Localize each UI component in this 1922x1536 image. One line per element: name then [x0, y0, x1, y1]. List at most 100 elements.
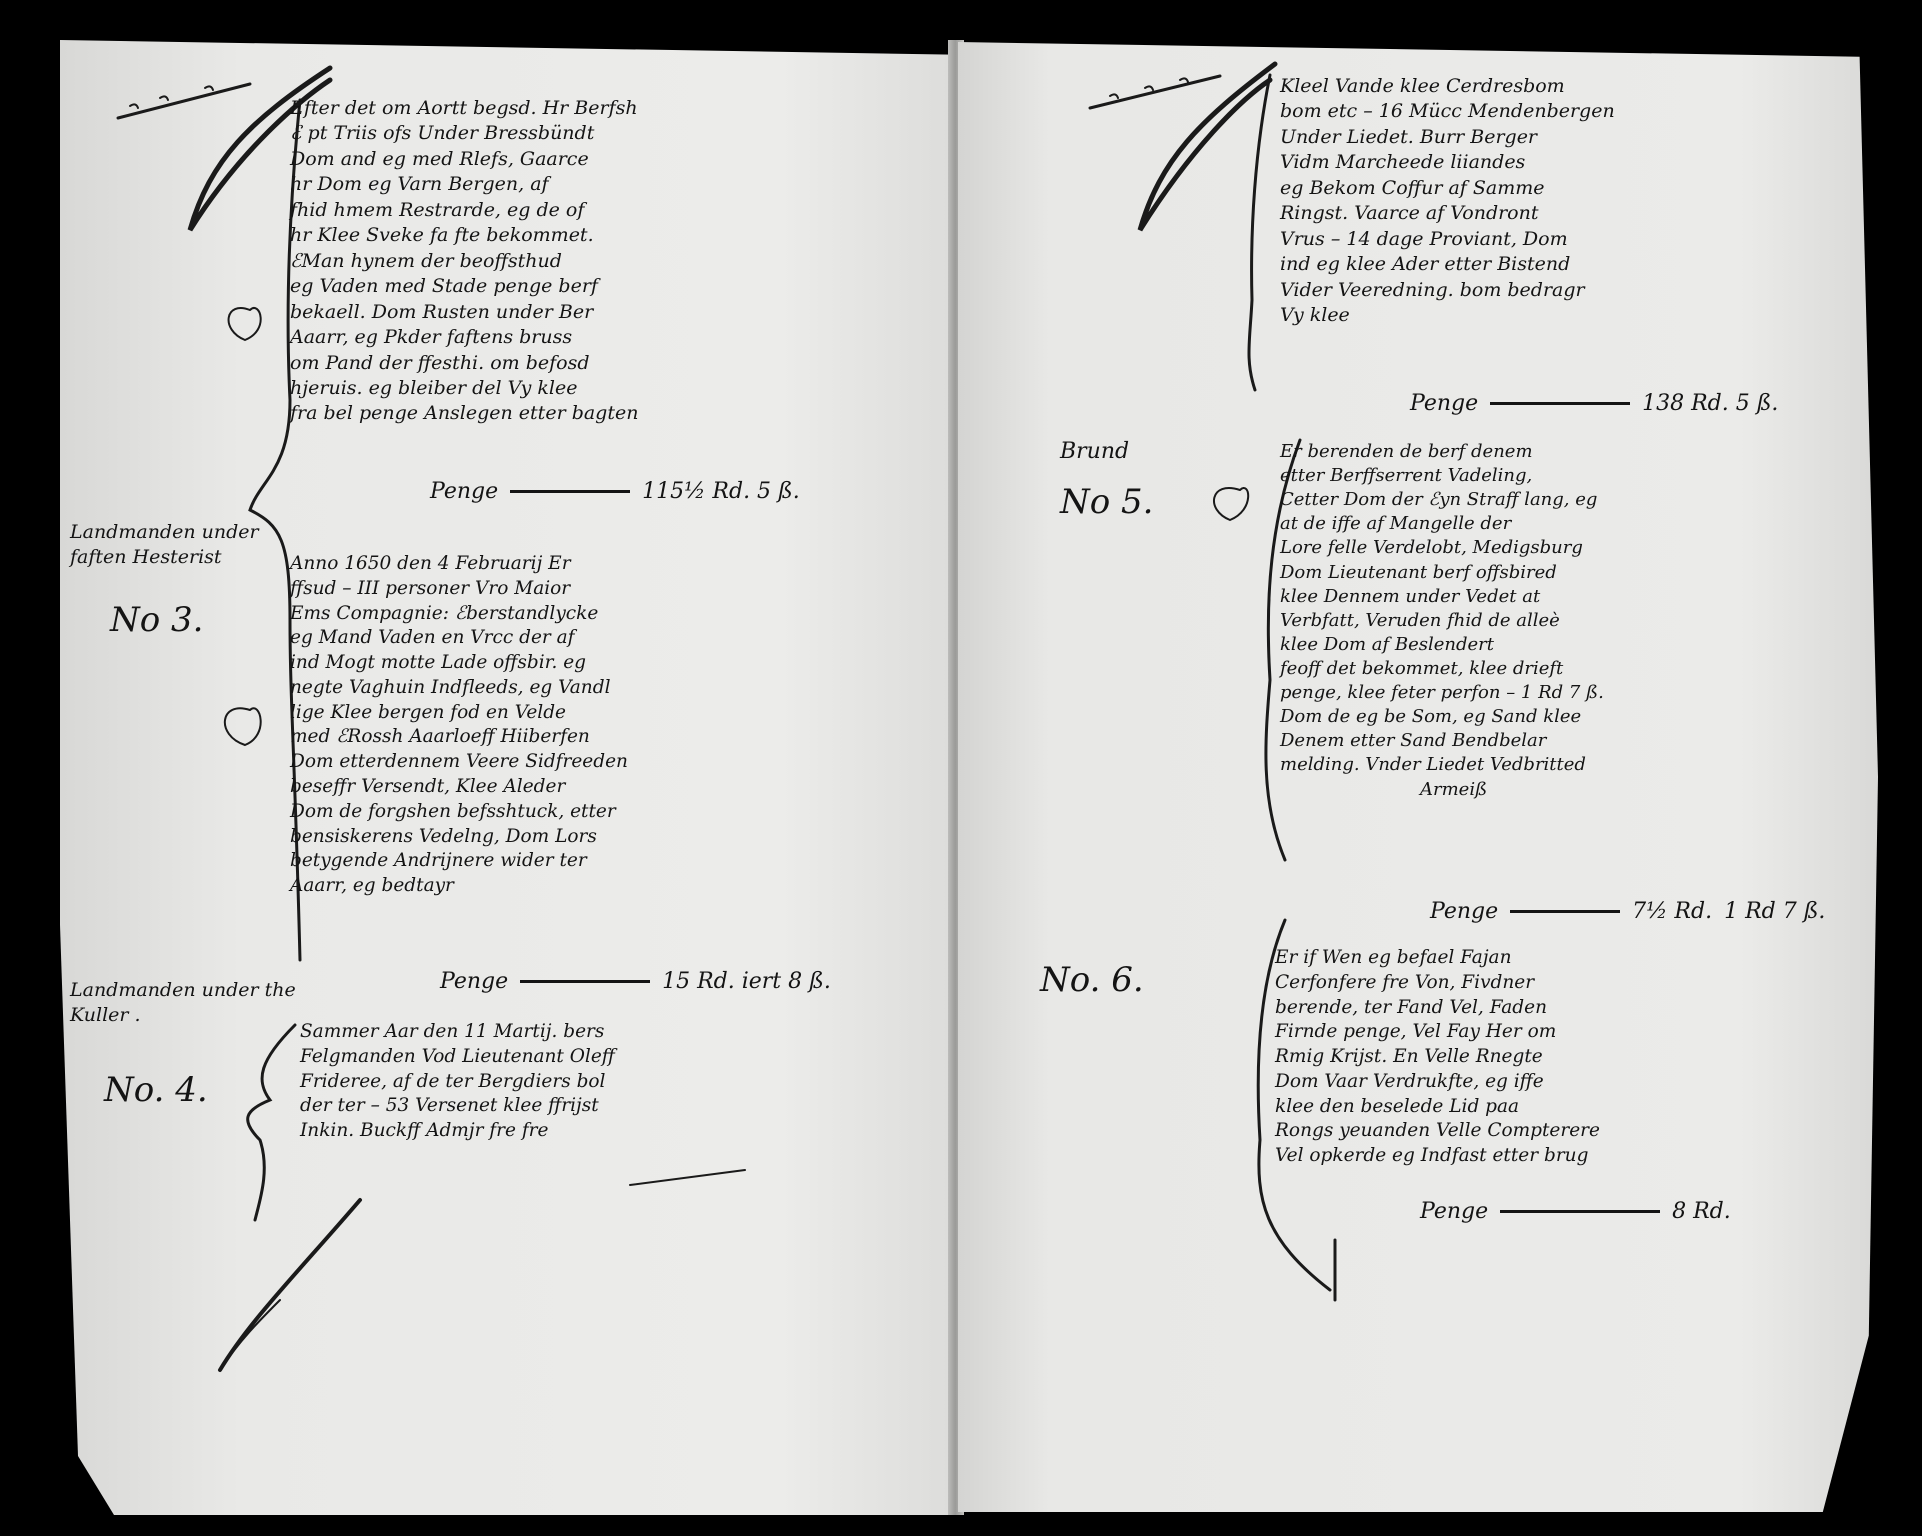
entry-5-line: klee Dom af Beslendert — [1280, 633, 1494, 655]
entry-3-amount-line: Penge 15 Rd. iert 8 ß. — [440, 968, 831, 994]
entry-1-line: ℰ pt Triis ofs Under Bressbündt — [290, 122, 595, 145]
margin-note-4: Landmanden under the Kuller . — [70, 978, 296, 1027]
entry-2-amount: 138 Rd. 5 ß. — [1642, 390, 1779, 416]
entry-3-line: betygende Andrijnere wider ter — [290, 850, 587, 872]
entry-6-line: berende, ter Fand Vel, Faden — [1275, 996, 1548, 1018]
entry-2-amount-line: Penge 138 Rd. 5 ß. — [1410, 390, 1779, 416]
entry-3-line: ind Mogt motte Lade offsbir. eg — [290, 652, 587, 674]
entry-5-line: feoff det bekommet, klee drieft — [1280, 657, 1564, 679]
entry-5-line: Er berenden de berf denem — [1280, 441, 1533, 462]
entry-4-line: Felgmanden Vod Lieutenant Oleff — [300, 1045, 615, 1067]
entry-3-line: bensiskerens Vedelng, Dom Lors — [290, 825, 597, 847]
entry-3-line: ffsud – III personer Vro Maior — [290, 577, 571, 599]
item-number-5: No 5. — [1060, 482, 1154, 522]
entry-1-amount: 115½ Rd. 5 ß. — [642, 478, 800, 504]
entry-5-line: klee Dennem under Vedet at — [1280, 585, 1541, 607]
right-manuscript-page — [958, 42, 1878, 1512]
entry-3-line: lige Klee bergen fod en Velde — [290, 701, 567, 723]
entry-6-line: Dom Vaar Verdrukfte, eg iffe — [1275, 1070, 1544, 1092]
entry-6-line: Er if Wen eg befael Fajan — [1275, 947, 1512, 968]
entry-3-line: Dom etterdennem Veere Sidfreeden — [290, 751, 628, 773]
entry-5-amount-line: Penge 7½ Rd. 1 Rd 7 ß. — [1430, 898, 1826, 924]
penge-label: Penge — [430, 478, 499, 504]
entry-5-line: Armeiß — [1420, 778, 1488, 800]
entry-2-line: ind eg klee Ader etter Bistend — [1280, 253, 1571, 276]
entry-6-amount-line: Penge 8 Rd. — [1420, 1198, 1731, 1224]
margin-note-3: Landmanden under faften Hesterist — [70, 520, 259, 569]
entry-6-amount: 8 Rd. — [1672, 1198, 1731, 1224]
entry-5-line: melding. Vnder Liedet Vedbritted — [1280, 754, 1586, 776]
margin-note-line: Kuller . — [70, 1003, 141, 1026]
entry-6-line: Rongs yeuanden Velle Compterere — [1275, 1120, 1600, 1142]
margin-note-line: faften Hesterist — [70, 545, 222, 568]
entry-6-text: Er if Wen eg befael Fajan Cerfonfere fre… — [1275, 946, 1600, 1169]
entry-3-line: negte Vaghuin Indfleeds, eg Vandl — [290, 676, 611, 698]
entry-5-line: penge, klee feter perfon – 1 Rd 7 ß. — [1280, 682, 1604, 704]
entry-1-line: fhid hmem Restrarde, eg de of — [290, 198, 585, 221]
penge-label: Penge — [1420, 1198, 1489, 1224]
entry-2-line: Vrus – 14 dage Proviant, Dom — [1280, 227, 1568, 250]
item-number-4: No. 4. — [104, 1070, 208, 1110]
entry-5-text: Er berenden de berf denem etter Berffser… — [1280, 440, 1604, 802]
entry-1-line: Dom and eg med Rlefs, Gaarce — [290, 147, 589, 170]
entry-3-line: Anno 1650 den 4 Februarij Er — [290, 553, 571, 574]
item-number-3: No 3. — [110, 600, 204, 640]
entry-4-line: der ter – 53 Versenet klee ffrijst — [300, 1095, 599, 1117]
entry-3-line: Aaarr, eg bedtayr — [290, 875, 454, 897]
entry-3-line: med ℰRossh Aaarloeff Hiiberfen — [290, 726, 590, 748]
entry-4-line: Inkin. Buckff Admjr fre fre — [300, 1120, 549, 1142]
entry-3-text: Anno 1650 den 4 Februarij Er ffsud – III… — [290, 552, 628, 899]
amount-dash — [510, 489, 631, 493]
penge-label: Penge — [440, 968, 509, 994]
entry-1-line: bekaell. Dom Rusten under Ber — [290, 300, 594, 323]
entry-2-line: Vider Veeredning. bom bedragr — [1280, 278, 1585, 301]
entry-6-line: Rmig Krijst. En Velle Rnegte — [1275, 1046, 1543, 1068]
amount-dash — [1510, 909, 1621, 913]
entry-1-line: hjeruis. eg bleiber del Vy klee — [290, 376, 578, 399]
entry-1-line: Aaarr, eg Pkder faftens bruss — [290, 326, 573, 349]
entry-5-line: Verbfatt, Veruden fhid de alleè — [1280, 609, 1560, 631]
entry-2-line: bom etc – 16 Mücc Mendenbergen — [1280, 100, 1615, 123]
entry-3-line: beseffr Versendt, Klee Aleder — [290, 776, 566, 798]
entry-5-line: Denem etter Sand Bendbelar — [1280, 730, 1547, 752]
entry-5-line: Dom Lieutenant berf offsbired — [1280, 561, 1557, 583]
margin-note-line: Landmanden under — [70, 521, 259, 543]
entry-1-text: Efter det om Aortt begsd. Hr Berfsh ℰ pt… — [290, 96, 638, 427]
amount-dash — [520, 979, 651, 983]
margin-note-line: Landmanden under the — [70, 979, 296, 1001]
entry-1-line: hr Klee Sveke fa fte bekommet. — [290, 224, 594, 247]
entry-1-line: hr Dom eg Varn Bergen, af — [290, 173, 549, 196]
entry-5-line: Lore felle Verdelobt, Medigsburg — [1280, 537, 1583, 559]
entry-5-amount: 1 Rd 7 ß. — [1724, 898, 1826, 924]
margin-note-5: Brund — [1060, 438, 1129, 467]
entry-5-line: etter Berffserrent Vadeling, — [1280, 465, 1533, 487]
entry-5-line: Cetter Dom der ℰyn Straff lang, eg — [1280, 489, 1598, 511]
entry-1-amount-line: Penge 115½ Rd. 5 ß. — [430, 478, 800, 504]
entry-5-line: Dom de eg be Som, eg Sand klee — [1280, 706, 1582, 728]
entry-1-line: Efter det om Aortt begsd. Hr Berfsh — [290, 97, 638, 119]
entry-6-line: Firnde penge, Vel Fay Her om — [1275, 1021, 1557, 1043]
amount-dash — [1490, 401, 1631, 405]
amount-dash — [1500, 1209, 1661, 1213]
entry-1-line: om Pand der ffesthi. om befosd — [290, 351, 590, 374]
entry-2-text: Kleel Vande klee Cerdresbom bom etc – 16… — [1280, 74, 1615, 329]
entry-5-line: at de iffe af Mangelle der — [1280, 513, 1512, 535]
entry-2-line: Kleel Vande klee Cerdresbom — [1280, 75, 1565, 97]
entry-4-line: Sammer Aar den 11 Martij. bers — [300, 1021, 605, 1042]
entry-4-line: Frideree, af de ter Bergdiers bol — [300, 1070, 606, 1092]
entry-2-line: Ringst. Vaarce af Vondront — [1280, 202, 1539, 225]
entry-4-text: Sammer Aar den 11 Martij. bers Felgmande… — [300, 1020, 615, 1144]
entry-2-line: Vidm Marcheede liiandes — [1280, 151, 1526, 174]
entry-2-line: Under Liedet. Burr Berger — [1280, 125, 1538, 148]
entry-6-line: Vel opkerde eg Indfast etter brug — [1275, 1145, 1589, 1167]
entry-3-line: eg Mand Vaden en Vrcc der af — [290, 627, 575, 649]
entry-2-line: Vy klee — [1280, 304, 1350, 327]
entry-3-amount: 15 Rd. iert 8 ß. — [662, 968, 831, 994]
penge-label: Penge — [1430, 898, 1499, 924]
penge-label: Penge — [1410, 390, 1479, 416]
entry-1-line: eg Vaden med Stade penge berf — [290, 275, 598, 298]
entry-1-line: ℰMan hynem der beoffsthud — [290, 249, 562, 272]
entry-3-line: Dom de forgshen befsshtuck, etter — [290, 800, 616, 822]
item-number-6: No. 6. — [1040, 960, 1144, 1000]
